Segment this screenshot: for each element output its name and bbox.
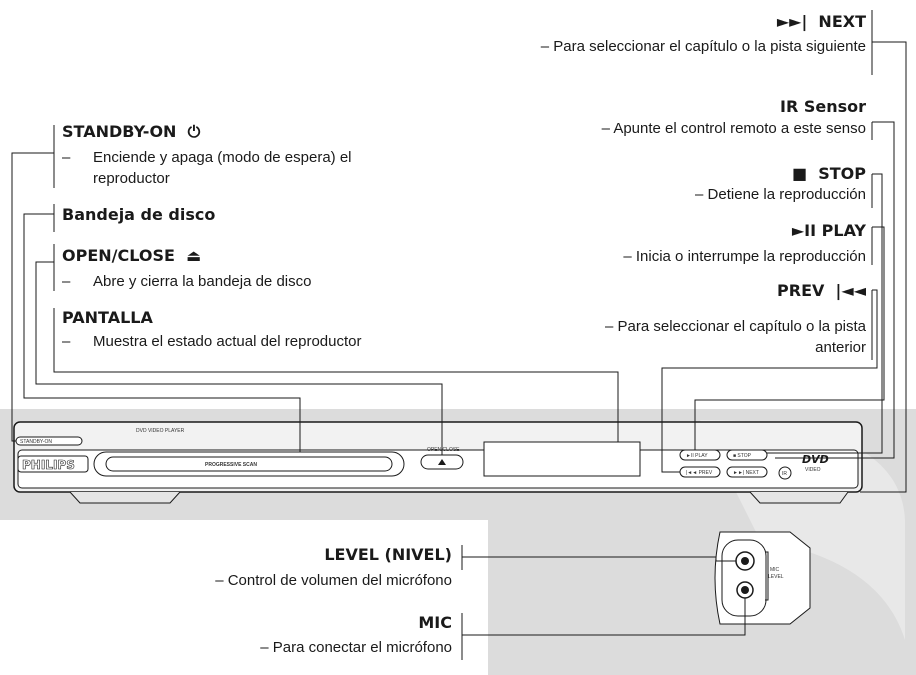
dvd-logo: DVD <box>802 453 829 466</box>
mic-label: MIC <box>418 613 452 632</box>
foot-right <box>749 491 849 504</box>
play-icon: ►II <box>791 221 817 240</box>
standby-title: STANDBY-ON <box>62 122 177 141</box>
stop-label: ■ STOP <box>792 164 866 184</box>
openclose-title: OPEN/CLOSE <box>62 246 175 265</box>
stop-icon: ■ <box>791 164 808 183</box>
stop-title: STOP <box>818 164 866 183</box>
mic-bracket <box>765 551 769 601</box>
brand-logo: PHILIPS <box>22 458 75 472</box>
leader-play <box>694 226 885 450</box>
next-label: ►►| NEXT <box>777 12 866 32</box>
display-desc: Muestra el estado actual del reproductor <box>93 333 362 350</box>
leader-next <box>860 41 907 493</box>
foot-left <box>69 491 181 504</box>
prev-title: PREV <box>777 281 825 300</box>
play-title: PLAY <box>821 221 866 240</box>
openclose-desc: Abre y cierra la bandeja de disco <box>93 273 312 290</box>
disc-tray-inner <box>105 456 393 472</box>
mic-desc: – Para conectar el micrófono <box>260 639 452 656</box>
play-desc: – Inicia o interrumpe la reproducción <box>623 248 866 265</box>
standby-desc: Enciende y apaga (modo de espera) el rep… <box>93 149 352 187</box>
leader-openclose <box>35 261 443 455</box>
leader-mic <box>462 598 746 636</box>
mic-label-text: MIC <box>770 567 780 573</box>
play-button[interactable] <box>679 449 721 461</box>
leader-prev <box>661 289 878 473</box>
ir-sensor-icon <box>778 466 792 480</box>
level-label-text: LEVEL <box>768 574 784 580</box>
standby-button-text: STANDBY-ON <box>20 439 52 445</box>
display-dash: – <box>62 333 71 350</box>
next-icon: ►►| <box>776 12 808 31</box>
stop-button-text: ■ STOP <box>733 453 752 459</box>
openclose-dash: – <box>62 273 71 290</box>
mic-jack-center <box>741 586 749 594</box>
next-title: NEXT <box>818 12 866 31</box>
standby-dash: – <box>62 149 71 166</box>
ir-desc: – Apunte el control remoto a este senso <box>601 120 866 137</box>
mic-level-knob-center <box>741 557 749 565</box>
level-desc: – Control de volumen del micrófono <box>215 572 452 589</box>
leader-stop <box>767 173 883 454</box>
leader-display <box>53 325 619 442</box>
display-window <box>483 441 641 477</box>
leader-ir <box>775 121 895 459</box>
next-button[interactable] <box>726 466 768 478</box>
ir-label: IR Sensor <box>779 97 866 116</box>
eject-label-icon: ⏏ <box>186 246 202 265</box>
leader-tray <box>23 213 301 452</box>
next-button-text: ►►| NEXT <box>733 470 759 476</box>
mic-housing <box>721 539 767 617</box>
brand-logo-box <box>17 455 89 473</box>
display-label: PANTALLA <box>62 308 153 327</box>
prev-desc: – Para seleccionar el capítulo o la pist… <box>605 318 866 356</box>
openclose-label: OPEN/CLOSE ⏏ <box>62 246 201 266</box>
tray-text: PROGRESSIVE SCAN <box>205 462 257 468</box>
prev-button-text: |◄◄ PREV <box>686 470 713 476</box>
level-label: LEVEL (NIVEL) <box>324 545 452 564</box>
dvd-video-text: VIDEO <box>805 467 821 473</box>
stop-desc: – Detiene la reproducción <box>695 186 866 203</box>
play-label: ►II PLAY <box>792 221 866 241</box>
power-icon: ⏻ <box>187 122 201 141</box>
prev-label: PREV |◄◄ <box>777 281 866 301</box>
eject-icon <box>438 459 446 465</box>
tray-label: Bandeja de disco <box>62 205 216 224</box>
model-text: DVD VIDEO PLAYER <box>136 428 185 434</box>
ir-sensor-text: IR <box>782 471 787 477</box>
openclose-text: OPEN/CLOSE <box>427 447 460 453</box>
stop-button[interactable] <box>726 449 768 461</box>
leader-level <box>462 556 736 562</box>
leader-standby <box>11 152 54 442</box>
prev-icon: |◄◄ <box>835 281 866 300</box>
next-desc: – Para seleccionar el capítulo o la pist… <box>540 38 866 55</box>
play-button-text: ►II PLAY <box>686 453 708 459</box>
standby-label: STANDBY-ON ⏻ <box>62 122 200 142</box>
